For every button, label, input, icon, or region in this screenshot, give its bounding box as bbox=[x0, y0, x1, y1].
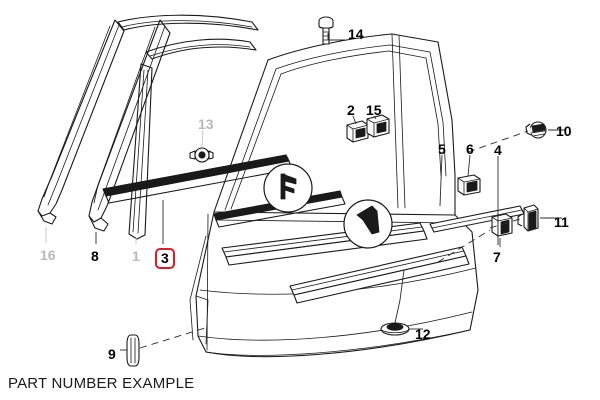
callout-label-5: 5 bbox=[438, 141, 446, 157]
callout-label-8: 8 bbox=[91, 248, 99, 264]
clip-small-part bbox=[346, 120, 369, 143]
callout-label-9: 9 bbox=[108, 346, 116, 362]
callout-label-16: 16 bbox=[40, 247, 56, 263]
door-trim-strip-upper-part bbox=[221, 222, 428, 266]
callout-label-6: 6 bbox=[466, 141, 474, 157]
expanding-nut-part bbox=[525, 121, 547, 139]
leader-lines bbox=[45, 33, 565, 351]
upper-curved-seal-part bbox=[117, 14, 259, 60]
figure-caption: PART NUMBER EXAMPLE bbox=[8, 375, 195, 392]
window-frame-seal-outer-part bbox=[37, 19, 125, 225]
callout-label-4: 4 bbox=[494, 142, 502, 158]
retaining-clip-part bbox=[517, 204, 539, 232]
callout-label-12: 12 bbox=[415, 326, 431, 342]
window-guide-channel-part bbox=[128, 63, 153, 240]
callout-label-2: 2 bbox=[347, 102, 355, 118]
fillister-head-screw-part bbox=[318, 16, 334, 45]
clip-large-part bbox=[366, 114, 390, 138]
callout-label-3-highlighted[interactable]: 3 bbox=[155, 248, 175, 269]
door-moulding-part bbox=[289, 246, 470, 304]
trim-strip-clip-part bbox=[457, 174, 481, 196]
section-detail-circle-upper bbox=[263, 163, 313, 213]
callout-label-10: 10 bbox=[556, 123, 572, 139]
section-detail-circle-lower bbox=[343, 199, 393, 249]
moulding-clip-part bbox=[491, 213, 513, 237]
drain-plug-grommet-part bbox=[380, 322, 410, 336]
callout-label-11: 11 bbox=[554, 214, 569, 230]
sealing-plug-part bbox=[126, 334, 140, 367]
callout-label-13: 13 bbox=[198, 116, 214, 132]
door-shell-outline bbox=[189, 33, 479, 358]
mirror-mount-rivet-part bbox=[189, 147, 214, 163]
callout-label-7: 7 bbox=[493, 249, 501, 265]
callout-label-1: 1 bbox=[132, 248, 140, 264]
callout-label-15: 15 bbox=[366, 102, 382, 118]
callout-label-14: 14 bbox=[348, 26, 364, 42]
